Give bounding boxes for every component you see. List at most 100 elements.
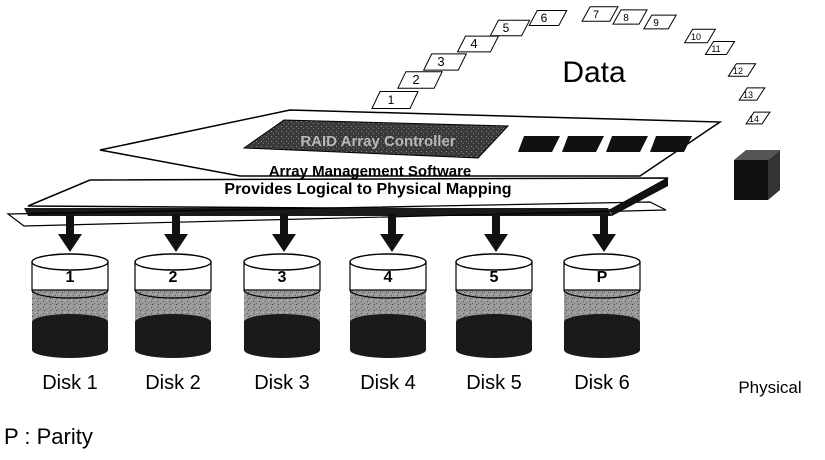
port-2: [562, 136, 604, 152]
arrow-head: [272, 234, 296, 252]
arrow-head: [380, 234, 404, 252]
data-block-label: 13: [743, 90, 753, 100]
disk-name: Disk 6: [574, 372, 630, 394]
disk-name: Disk 3: [254, 372, 310, 394]
data-block-label: 9: [653, 18, 659, 29]
software-line-2: Provides Logical to Physical Mapping: [224, 181, 511, 198]
board-edge: [6, 201, 667, 227]
disk-cap-label: P: [597, 269, 608, 286]
data-label: Data: [562, 56, 626, 89]
data-block-shape: [422, 53, 468, 71]
data-block-label: 1: [388, 93, 395, 107]
data-block-shape: [456, 35, 500, 53]
data-block-shape: [745, 111, 771, 125]
port-1: [518, 136, 560, 152]
data-block-5: 5: [489, 19, 531, 37]
disk-band-dark: [350, 322, 426, 358]
disk-cap-bottom: [243, 289, 321, 299]
disk-cap-label: 2: [169, 269, 178, 286]
data-block-6: 6: [528, 10, 568, 26]
data-block-8: 8: [612, 9, 648, 25]
disk-band-edge: [564, 314, 640, 330]
mapping-arrows: [58, 214, 616, 252]
data-block-shape: [397, 71, 443, 89]
disk-cap-label: 5: [490, 269, 499, 286]
disk-band-dark: [32, 322, 108, 358]
data-block-label: 6: [541, 11, 548, 25]
physical-label: Physical: [738, 378, 801, 397]
data-block-label: 2: [412, 72, 419, 87]
disk-cap-bottom: [349, 289, 427, 299]
data-block-7: 7: [581, 6, 619, 22]
data-block-shape: [642, 14, 678, 30]
arrow-3: [272, 214, 296, 252]
controller-label: RAID Array Controller: [300, 133, 455, 150]
data-block-3: 3: [422, 53, 468, 71]
disk-cap-bottom: [455, 289, 533, 299]
data-block-label: 3: [437, 54, 444, 69]
data-block-12: 12: [727, 63, 757, 77]
disk-band-edge: [350, 314, 426, 330]
data-block-shape: [738, 87, 766, 101]
data-block-10: 10: [683, 28, 717, 44]
data-block-2: 2: [397, 71, 443, 89]
data-block-label: 14: [749, 114, 759, 124]
data-block-label: 10: [691, 32, 701, 42]
disk-name: Disk 5: [466, 372, 522, 394]
disk-band-edge: [135, 314, 211, 330]
data-block-4: 4: [456, 35, 500, 53]
disk-band-dark: [456, 322, 532, 358]
disk-top: [243, 253, 321, 271]
arrow-head: [484, 234, 508, 252]
physical-box: [734, 150, 780, 200]
data-block-label: 12: [733, 66, 743, 76]
arrow-shaft: [66, 214, 74, 236]
disk-name: Disk 1: [42, 372, 98, 394]
arrow-4: [380, 214, 404, 252]
data-block-shape: [727, 63, 757, 77]
data-block-shape: [612, 9, 648, 25]
data-block-shape: [489, 19, 531, 37]
data-block-shape: [528, 10, 568, 26]
disk-top: [455, 253, 533, 271]
disk-cap-bottom: [134, 289, 212, 299]
arrow-shaft: [280, 214, 288, 236]
arrow-head: [58, 234, 82, 252]
arrow-2: [164, 214, 188, 252]
data-block-shape: [371, 91, 419, 109]
disk-cap-label: 4: [384, 269, 393, 286]
data-block-label: 11: [711, 44, 720, 54]
arrow-shaft: [492, 214, 500, 236]
disk-cap-bottom: [563, 289, 641, 299]
physical-box-side: [768, 150, 780, 200]
disk-top: [349, 253, 427, 271]
data-block-shape: [683, 28, 717, 44]
data-block-1: 1: [371, 91, 419, 109]
port-3: [606, 136, 648, 152]
data-block-9: 9: [642, 14, 678, 30]
disk-cap-label: 3: [278, 269, 287, 286]
parity-legend: P : Parity: [4, 424, 93, 449]
software-line-1: Array Management Software: [269, 163, 472, 180]
disk-band-dark: [564, 322, 640, 358]
disk-name: Disk 4: [360, 372, 416, 394]
arrow-1: [58, 214, 82, 252]
bus-bar: [24, 208, 612, 216]
arrow-head: [592, 234, 616, 252]
board-side: [610, 178, 668, 216]
disk-top: [563, 253, 641, 271]
arrow-5: [484, 214, 508, 252]
data-block-label: 8: [623, 13, 629, 24]
disk-cap-bottom: [31, 289, 109, 299]
disk-band-dark: [135, 322, 211, 358]
data-block-shape: [581, 6, 619, 22]
disk-band-edge: [244, 314, 320, 330]
data-block-label: 5: [503, 21, 510, 35]
